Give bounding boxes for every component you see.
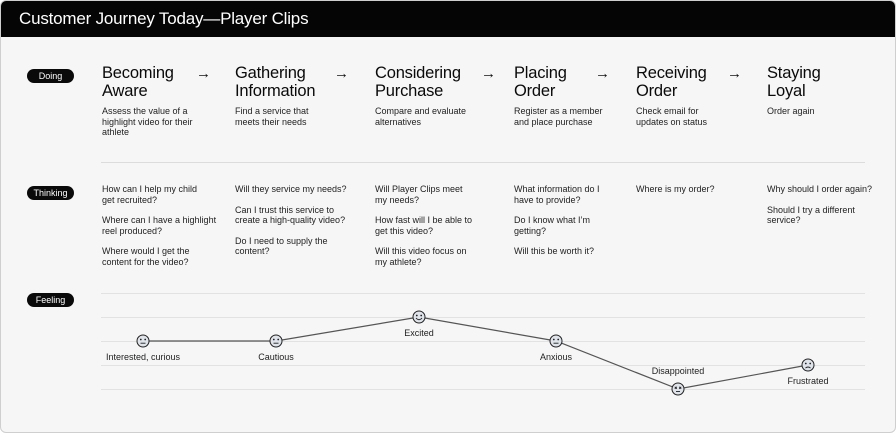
emotion-label: Cautious bbox=[258, 352, 294, 362]
thinking-receiving-order: Where is my order? bbox=[636, 184, 766, 205]
thinking-staying-loyal: Why should I order again? Should I try a… bbox=[767, 184, 895, 236]
thinking-gathering-information: Will they service my needs? Can I trust … bbox=[235, 184, 365, 267]
arrow-right-icon: → bbox=[196, 65, 211, 82]
thought: Will they service my needs? bbox=[235, 184, 347, 194]
feeling-row-label: Feeling bbox=[27, 293, 74, 307]
feeling-grid-line bbox=[101, 389, 865, 390]
thought: Will this be worth it? bbox=[514, 246, 595, 256]
header-bar: Customer Journey Today—Player Clips bbox=[1, 1, 895, 37]
emotion-line bbox=[143, 316, 809, 390]
thought: Why should I order again? bbox=[767, 184, 873, 194]
stage-description: Order again bbox=[767, 106, 815, 116]
emotion-label: Excited bbox=[404, 328, 434, 338]
emotion-label: Anxious bbox=[539, 352, 573, 362]
page-title: Customer Journey Today—Player Clips bbox=[19, 9, 309, 28]
feeling-grid-line bbox=[101, 293, 865, 294]
arrow-right-icon: → bbox=[727, 65, 742, 82]
arrow-right-icon: → bbox=[481, 65, 496, 82]
thinking-row-label: Thinking bbox=[27, 186, 74, 200]
arrow-right-icon: → bbox=[334, 65, 349, 82]
emotion-label: Interested, curious bbox=[105, 352, 181, 362]
feeling-grid-line bbox=[101, 317, 865, 318]
emotion-label: Frustrated bbox=[787, 376, 829, 386]
feeling-grid-line bbox=[101, 365, 865, 366]
thought: Where is my order? bbox=[636, 184, 715, 194]
doing-row-label: Doing bbox=[27, 69, 74, 83]
arrow-right-icon: → bbox=[595, 65, 610, 82]
section-divider bbox=[101, 162, 865, 163]
emotion-label: Disappointed bbox=[651, 366, 705, 376]
feeling-grid-line bbox=[101, 341, 865, 342]
